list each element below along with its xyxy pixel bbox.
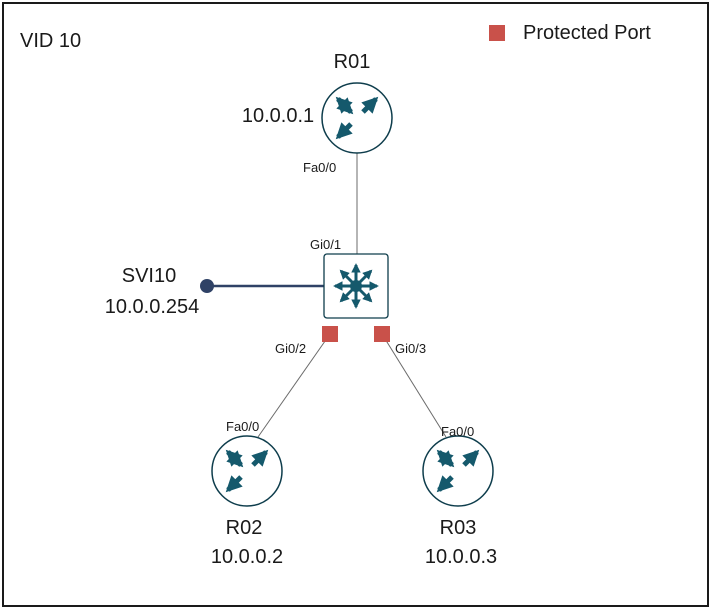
router-r03-name: R03 (440, 517, 477, 539)
switch-icon[interactable] (323, 253, 389, 319)
vlan-label: VID 10 (20, 30, 81, 52)
link-switch-r03 (381, 333, 447, 438)
router-r03-icon[interactable] (423, 436, 493, 506)
router-r01-name: R01 (334, 51, 371, 73)
link-switch-r02 (257, 333, 331, 438)
router-r02-ip: 10.0.0.2 (211, 546, 283, 568)
router-r02-name: R02 (226, 517, 263, 539)
switch-port-gi02: Gi0/2 (275, 341, 306, 356)
switch-port-gi03: Gi0/3 (395, 341, 426, 356)
legend-swatch (489, 25, 505, 41)
switch-port-gi01: Gi0/1 (310, 237, 341, 252)
svi-name: SVI10 (122, 265, 176, 287)
router-r01-ip: 10.0.0.1 (242, 105, 314, 127)
router-r01-icon[interactable] (322, 83, 392, 153)
legend-label: Protected Port (523, 22, 651, 44)
protected-port-gi02 (322, 326, 338, 342)
protected-port-gi03 (374, 326, 390, 342)
svi-ip: 10.0.0.254 (105, 296, 200, 318)
router-r03-port: Fa0/0 (441, 424, 474, 439)
links (257, 152, 447, 438)
router-r01-port: Fa0/0 (303, 160, 336, 175)
router-r03-ip: 10.0.0.3 (425, 546, 497, 568)
svi-dot (200, 279, 214, 293)
router-r02-port: Fa0/0 (226, 419, 259, 434)
router-r02-icon[interactable] (212, 436, 282, 506)
